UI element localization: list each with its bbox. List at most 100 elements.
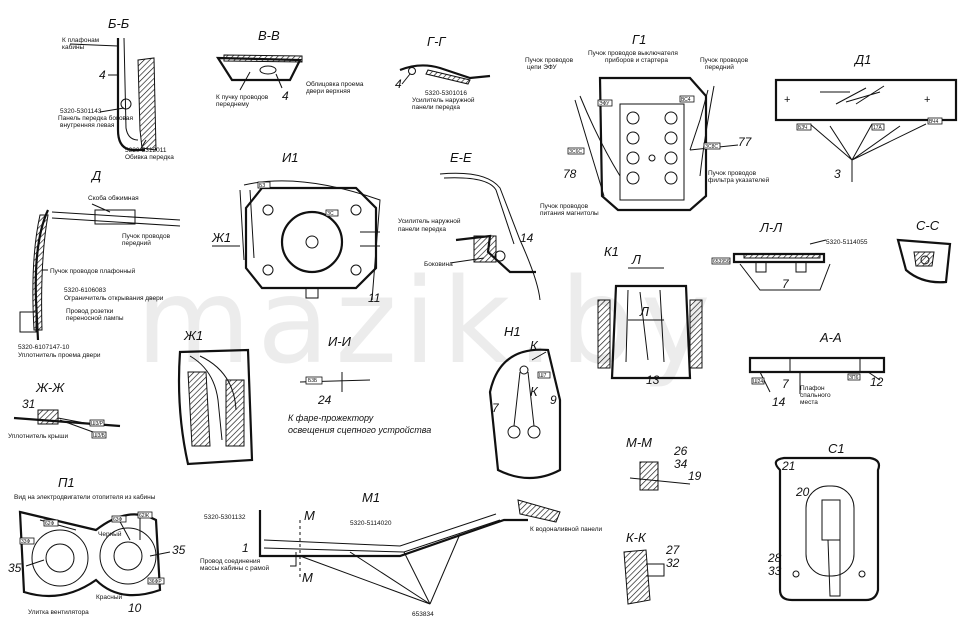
wire-tag: ЗС [327, 211, 334, 217]
section-aa: А-А Ш24 ЗП6 7 12 14 Плафон спального мес… [748, 330, 886, 409]
wire [629, 477, 691, 485]
wire-bundle [574, 99, 605, 197]
terminal-block [619, 103, 685, 201]
lamp-frame [610, 284, 692, 380]
part-number: 35 [172, 543, 186, 557]
wire-tag: 63Ф [113, 517, 123, 523]
cut-mark-l: Л [631, 252, 641, 267]
leader [239, 71, 251, 91]
view-marker-zh1: Ж1 [211, 230, 231, 245]
caption: Плафон [800, 385, 825, 392]
terminal-plus: + [924, 94, 930, 106]
roof-profile [896, 238, 952, 284]
part-number: 35 [8, 561, 22, 575]
leader [25, 551, 171, 567]
part-number: 34 [674, 457, 688, 471]
section-n1: Н1 К К Ш7 7 9 [488, 324, 562, 480]
section-bb: Б-Б К плафонам кабины 4 5320-5301143 Пан… [58, 16, 174, 161]
leader [275, 73, 283, 89]
caption: питания магнитолы [540, 210, 599, 217]
part-number: 4 [99, 68, 106, 82]
section-title-k1: К1 [604, 244, 619, 259]
caption: приборов и стартера [605, 56, 668, 64]
caption: Провод розетки [66, 308, 114, 315]
wire-loop [739, 263, 831, 291]
part-number: 7 [492, 401, 500, 415]
mass-wire [290, 552, 297, 567]
caption: места [800, 399, 818, 406]
caption: 5320-5312011 [125, 147, 167, 154]
wire-tag: 62Ж [139, 513, 150, 519]
hatched-part [473, 235, 497, 263]
lamp-coil [820, 85, 885, 105]
caption: спального [800, 392, 831, 399]
caption: панели передка [398, 226, 446, 233]
part-number: 13 [646, 373, 660, 387]
wire-clip [120, 98, 132, 110]
panel-inner [123, 37, 139, 141]
section-title-ss: С-С [916, 218, 940, 233]
fan-motor-right [99, 527, 157, 585]
bracket [646, 563, 665, 577]
caption: 5320-6106083 [64, 287, 106, 294]
caption: внутренняя левая [60, 122, 115, 129]
part-number: 3 [834, 167, 841, 181]
wire-harness [263, 513, 497, 547]
caption: Красный [96, 593, 123, 601]
section-title-p1: П1 [58, 475, 75, 490]
section-mm: М-М 26 34 19 [626, 435, 702, 491]
terminal-screws [626, 111, 678, 185]
caption: Панель передка боковая [58, 114, 134, 122]
caption: Пучок проводов [122, 233, 171, 240]
wire [439, 172, 541, 301]
section-i1: И1 БЗ ЗС Ж1 11 [211, 150, 381, 305]
section-title-zhzh: Ж-Ж [35, 380, 65, 395]
trim-hatched [137, 57, 157, 151]
section-title-aa: А-А [819, 330, 842, 345]
part-number: 26 [673, 444, 688, 458]
caption: Ограничитель открывания двери [64, 295, 164, 302]
caption: Усилитель наружной [412, 96, 475, 104]
wire-tag: ЗП6 [849, 375, 859, 381]
wire-tag: Ш7 [539, 373, 547, 379]
section-title-mm: М-М [626, 435, 652, 450]
wire [189, 355, 223, 441]
caption: Улитка вентилятора [28, 609, 89, 616]
panel-profile [116, 38, 145, 152]
section-ll: Л-Л 5320-5114055 653956 7 [711, 220, 868, 291]
wire-tag: ВС4 [681, 97, 691, 103]
section-ss: С-С [896, 218, 952, 284]
wire-tag: Ш3/Р [91, 421, 104, 427]
caption: Обивка передка [125, 153, 174, 161]
wire-clip [494, 250, 506, 262]
leader [809, 239, 827, 245]
caption: цепи ЭФУ [527, 64, 558, 71]
part-number: 14 [772, 395, 786, 409]
cut-mark-m: М [302, 570, 313, 585]
part-number: 33 [768, 564, 782, 578]
section-m1: М1 М М 5320-5301132 5320-5114020 Провод … [200, 490, 602, 618]
caption: освещения сцепного устройства [288, 425, 431, 435]
wire-tag: 36ФР [149, 579, 162, 585]
caption: Пучок проводов [708, 170, 757, 177]
hatched-seal [32, 214, 49, 331]
part-number: 7 [782, 377, 790, 391]
caption: Облицовка проема [306, 80, 364, 88]
caption: 5320-6107147-10 [18, 344, 70, 351]
part-number: 10 [128, 601, 142, 615]
hatched-strip [223, 54, 303, 63]
section-title-g1: Г1 [632, 32, 646, 47]
heater-motor [280, 210, 344, 274]
section-d: Д Скоба обжимная Пучок проводов передний… [18, 168, 181, 359]
section-title-c1: С1 [828, 441, 845, 456]
section-title-d: Д [90, 168, 101, 183]
caption: двери верхняя [306, 88, 351, 95]
section-title-zh1: Ж1 [183, 328, 203, 343]
watermark: mazik.by [136, 252, 717, 390]
caption: 5320-5114055 [826, 239, 868, 246]
part-number: 7 [782, 277, 790, 291]
caption: Пучок проводов выключателя [588, 50, 678, 57]
cut-line [628, 267, 664, 321]
caption: 653834 [412, 611, 434, 618]
